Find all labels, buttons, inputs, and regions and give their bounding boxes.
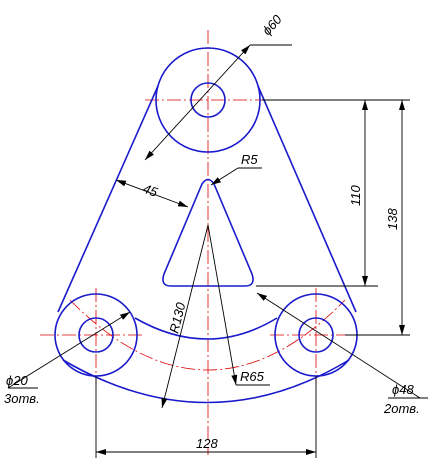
left-hole — [78, 317, 114, 353]
dia20-label: ϕ20 — [6, 373, 28, 388]
r65-label: R65 — [240, 369, 265, 384]
r5-leader — [210, 167, 239, 186]
height110-label: 110 — [348, 185, 363, 206]
dia60-leader — [144, 44, 251, 161]
inner-upper-arc — [134, 317, 278, 340]
hole-count-small-label: 3отв. — [4, 391, 40, 406]
r65-leader — [207, 224, 238, 386]
r130-leader — [161, 224, 209, 409]
wall45-label: 45 — [141, 181, 160, 200]
width128-label: 128 — [196, 436, 218, 451]
dimension-lines — [7, 44, 428, 458]
outer-bottom-arc — [62, 359, 350, 404]
triangular-slot — [162, 178, 254, 287]
dimension-labels: ϕ60 R5 45 110 138 R130 R65 ϕ20 3отв. ϕ48… — [4, 11, 420, 451]
right-tangent-edge — [257, 85, 357, 313]
r5-label: R5 — [241, 152, 258, 167]
hole-count-large-label: 2отв. — [383, 401, 420, 416]
left-tangent-edge — [57, 85, 159, 313]
dia48-leader — [256, 292, 421, 399]
dia20-leader — [7, 311, 131, 389]
right-hole — [298, 317, 334, 353]
r130-label: R130 — [166, 300, 188, 335]
dia48-label: ϕ48 — [392, 382, 414, 397]
bolt-circle-arc — [69, 299, 346, 371]
part-contour — [54, 47, 358, 404]
dia60-label: ϕ60 — [259, 11, 285, 38]
height138-label: 138 — [385, 208, 400, 230]
wall45-dim-line — [115, 179, 189, 208]
